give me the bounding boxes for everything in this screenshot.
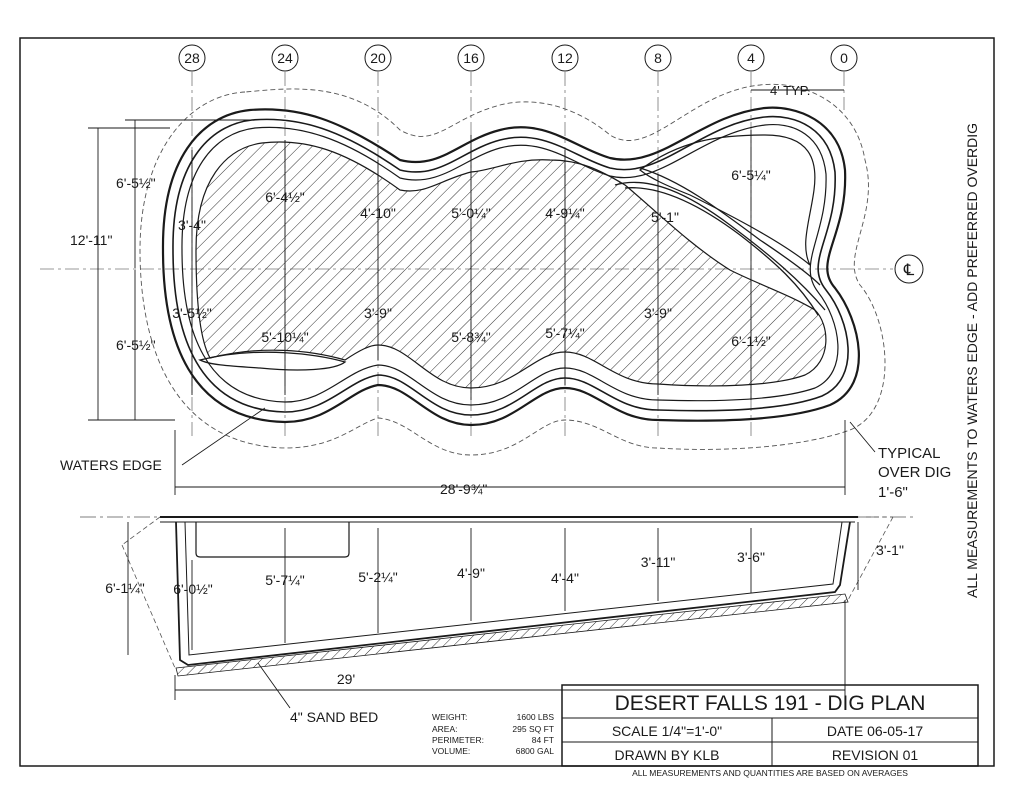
pool-shell-inner	[181, 124, 839, 406]
plan-width-labels-lower: 3'-5½" 5'-10¼" 3'-9" 5'-8¾" 5'-7¼" 3'-9"…	[172, 305, 771, 349]
stat-perimeter-value: 84 FT	[532, 735, 554, 745]
section-depth-16: 4'-9"	[457, 565, 485, 581]
stat-area-label: AREA:	[432, 724, 458, 734]
grid-label-8: 8	[654, 50, 662, 66]
width-upper-12: 4'-9¼"	[545, 205, 585, 221]
pool-shell	[161, 106, 860, 427]
width-lower-24: 5'-10¼"	[261, 329, 308, 345]
section-depth-4: 3'-6"	[737, 549, 765, 565]
section-depth-20: 5'-2¼"	[358, 569, 398, 585]
sheet-border	[19, 37, 995, 767]
dim-overall-length: 28'-9¾"	[440, 481, 487, 497]
shallow-bench	[639, 134, 816, 266]
pool-stats: WEIGHT: 1600 LBS AREA: 295 SQ FT PERIMET…	[432, 712, 554, 756]
width-lower-8: 3'-9"	[644, 305, 672, 321]
dim-upper-half: 6'-5½"	[116, 175, 156, 191]
grid-label-28: 28	[184, 50, 200, 66]
sand-bed-leader	[257, 662, 291, 709]
title-block-date: DATE 06-05-17	[827, 723, 923, 739]
overdig-leader	[849, 421, 876, 453]
stat-perimeter-label: PERIMETER:	[432, 735, 484, 745]
stat-volume-value: 6800 GAL	[516, 746, 555, 756]
dim-lower-half: 6'-5½"	[116, 337, 156, 353]
width-lower-16: 5'-8¾"	[451, 329, 491, 345]
grid-label-20: 20	[370, 50, 386, 66]
width-lower-4: 6'-1½"	[731, 333, 771, 349]
plan-width-labels-upper: 3'-4" 6'-4½" 4'-10" 5'-0¼" 4'-9¼" 5'-1" …	[178, 167, 771, 233]
width-upper-16: 5'-0¼"	[451, 205, 491, 221]
grid-label-16: 16	[463, 50, 479, 66]
section-depth-24: 5'-7¼"	[265, 572, 305, 588]
left-dimension-lines	[88, 119, 250, 421]
stat-weight-value: 1600 LBS	[517, 712, 555, 722]
pool-coping-outer	[161, 106, 860, 427]
width-upper-8: 5'-1"	[651, 209, 679, 225]
title-block	[561, 684, 979, 767]
waters-edge-leader	[181, 407, 266, 466]
stat-volume-label: VOLUME:	[432, 746, 470, 756]
dim-overall-width: 12'-11"	[70, 232, 112, 248]
title-block-scale: SCALE 1/4"=1'-0"	[612, 723, 722, 739]
section-depth-28: 6'-0½"	[173, 581, 213, 597]
title-block-revision: REVISION 01	[832, 747, 919, 763]
section-dimension-ticks	[127, 522, 859, 700]
pool-coping-inner	[172, 115, 849, 416]
label-overdig-3: 1'-6"	[878, 484, 908, 501]
steps	[198, 167, 826, 371]
section-shallow-step: 3'-1"	[876, 542, 904, 558]
grid-bubbles	[178, 44, 924, 284]
width-upper-4: 6'-5¼"	[731, 167, 771, 183]
label-waters-edge: WATERS EDGE	[60, 457, 162, 473]
overdig-outline	[139, 83, 886, 456]
width-lower-28: 3'-5½"	[172, 305, 212, 321]
title-block-drawn-by: DRAWN BY KLB	[614, 747, 719, 763]
grid-label-12: 12	[557, 50, 573, 66]
width-upper-24: 6'-4½"	[265, 189, 305, 205]
width-lower-12: 5'-7¼"	[545, 325, 585, 341]
dim-typ-spacing: 4' TYP.	[770, 83, 810, 98]
title-block-title: DESERT FALLS 191 - DIG PLAN	[615, 692, 926, 715]
width-lower-20: 3'-9"	[364, 305, 392, 321]
pool-floor-hatched	[195, 141, 827, 389]
side-note: ALL MEASUREMENTS TO WATERS EDGE - ADD PR…	[964, 123, 980, 598]
width-upper-28: 3'-4"	[178, 217, 206, 233]
grid-label-4: 4	[747, 50, 755, 66]
plan-dimension-ticks	[191, 130, 752, 400]
grid-label-24: 24	[277, 50, 293, 66]
label-sand-bed: 4" SAND BED	[290, 709, 378, 725]
section-depth-8: 3'-11"	[641, 554, 676, 570]
label-overdig-1: TYPICAL	[878, 445, 941, 462]
section-overall-depth: 6'-1¼"	[105, 580, 145, 596]
width-upper-20: 4'-10"	[360, 205, 396, 221]
section-view	[80, 516, 915, 677]
overall-length-dim	[174, 420, 846, 495]
section-length: 29'	[337, 671, 355, 687]
section-depth-12: 4'-4"	[551, 570, 579, 586]
stat-area-value: 295 SQ FT	[512, 724, 554, 734]
stat-weight-label: WEIGHT:	[432, 712, 467, 722]
label-overdig-2: OVER DIG	[878, 464, 951, 481]
centerline-symbol: ℄	[903, 262, 915, 279]
grid-label-0: 0	[840, 50, 848, 66]
footer-note: ALL MEASUREMENTS AND QUANTITIES ARE BASE…	[632, 768, 908, 778]
